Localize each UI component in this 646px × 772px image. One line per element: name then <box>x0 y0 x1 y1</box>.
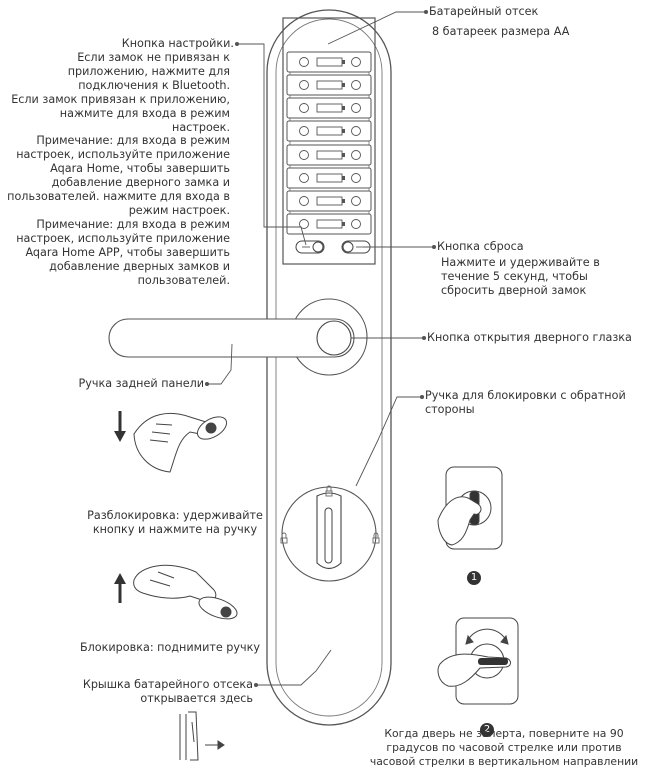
step1-number: 1 <box>470 572 478 583</box>
peephole-button[interactable] <box>316 320 352 356</box>
rotate-instruction: Когда дверь не заперта, поверните на 90 … <box>369 727 639 768</box>
battery-row <box>286 167 372 189</box>
rear-handle[interactable] <box>108 318 355 358</box>
step1-illustration <box>437 466 503 550</box>
setup-button[interactable] <box>295 240 325 254</box>
battery-row <box>286 144 372 166</box>
lock-gesture <box>114 564 238 620</box>
step1-badge <box>467 571 481 585</box>
battery-row <box>286 120 372 142</box>
reset-title: Кнопка сброса <box>437 240 524 253</box>
step2-number: 2 <box>483 724 491 735</box>
lock-panel <box>266 9 392 726</box>
cover-slide-icon <box>179 711 225 761</box>
battery-subtitle: 8 батареек размера AA <box>432 25 570 38</box>
step2-illustration <box>437 617 519 705</box>
battery-row <box>286 51 372 73</box>
thumbturn-label: Ручка для блокировки с обратной стороны <box>425 389 626 416</box>
unlock-instruction: Разблокировка: удерживайте кнопку и нажм… <box>87 509 263 536</box>
thumb-turn[interactable] <box>281 486 377 582</box>
cover-label: Крышка батарейного отсека открывается зд… <box>82 678 253 705</box>
battery-title: Батарейный отсек <box>429 5 539 18</box>
leader-lines <box>204 9 437 688</box>
setup-description: Если замок не привязан к приложению, наж… <box>7 51 230 287</box>
battery-row <box>286 97 372 119</box>
unlock-gesture <box>114 411 228 473</box>
padlock-icon <box>280 485 380 544</box>
setup-title: Кнопка настройки. <box>121 37 234 50</box>
battery-row <box>286 74 372 96</box>
lock-instruction: Блокировка: поднимите ручку <box>79 641 261 654</box>
battery-row <box>286 213 372 235</box>
battery-row <box>286 190 372 212</box>
peephole-label: Кнопка открытия дверного глазка <box>427 331 632 344</box>
step2-badge <box>480 723 494 737</box>
handle-label: Ручка задней панели <box>78 377 205 390</box>
reset-description: Нажмите и удерживайте в течение 5 секунд… <box>441 256 600 297</box>
